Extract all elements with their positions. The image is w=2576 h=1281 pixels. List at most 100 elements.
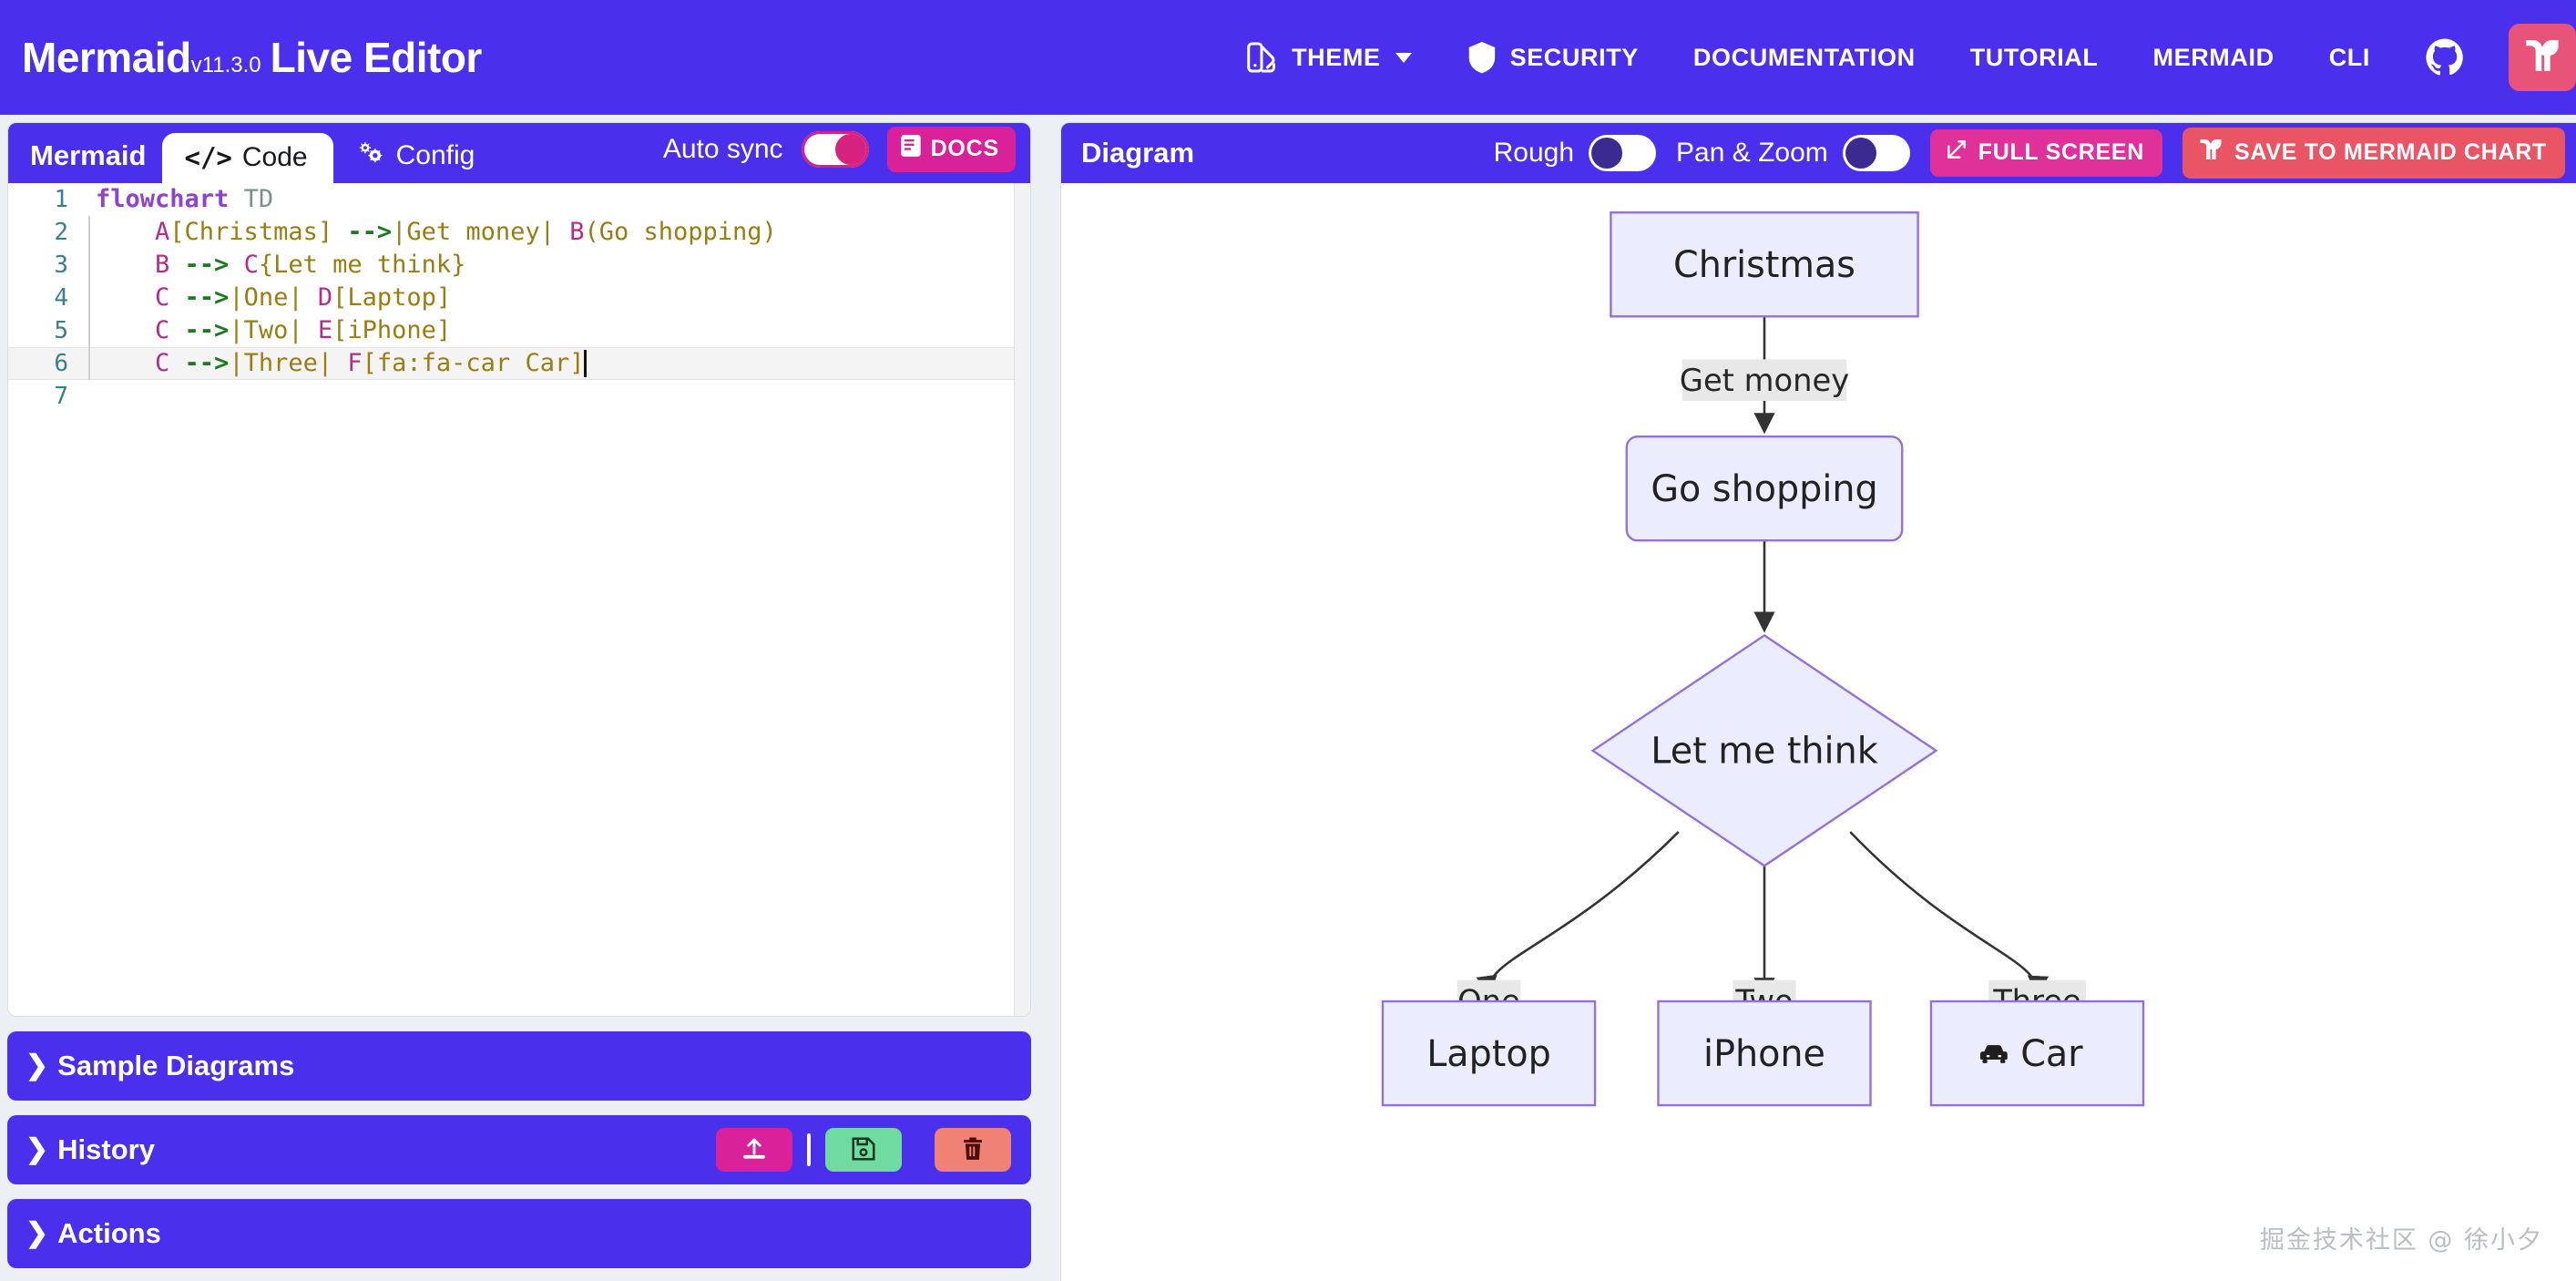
- code-line-text: flowchart TD: [96, 185, 274, 213]
- line-number: 6: [54, 350, 68, 377]
- nav-item-theme[interactable]: THEME: [1217, 0, 1439, 115]
- upload-icon: [741, 1135, 768, 1165]
- nav-item-github[interactable]: [2397, 0, 2492, 115]
- flow-node-a[interactable]: Christmas: [1610, 211, 1919, 318]
- floppy-disk-icon: [850, 1135, 877, 1165]
- code-line-text: C -->|Three| F[fa:fa-car Car]: [88, 347, 588, 380]
- tab-config[interactable]: Config: [333, 129, 501, 183]
- save-to-mermaid-chart-button[interactable]: SAVE TO MERMAID CHART: [2182, 128, 2565, 179]
- brand-rest: Live Editor: [270, 34, 483, 81]
- code-line[interactable]: 3 B --> C{Let me think}: [8, 249, 1030, 282]
- rough-toggle[interactable]: [1589, 135, 1657, 171]
- nav-item-security[interactable]: SECURITY: [1439, 0, 1666, 115]
- code-line[interactable]: 4 C -->|One| D[Laptop]: [8, 282, 1030, 314]
- flow-node-b[interactable]: Go shopping: [1625, 436, 1904, 542]
- nav-item-tutorial[interactable]: TUTORIAL: [1943, 0, 2126, 115]
- docs-button-label: DOCS: [930, 136, 999, 161]
- code-scrollbar[interactable]: [1014, 183, 1030, 1016]
- nav-label-documentation: DOCUMENTATION: [1692, 43, 1916, 71]
- full-screen-label: FULL SCREEN: [1978, 139, 2145, 165]
- nav-item-documentation[interactable]: DOCUMENTATION: [1666, 0, 1943, 115]
- code-brackets-icon: </>: [184, 142, 232, 173]
- mermaid-chart-logo-icon: [2521, 35, 2563, 81]
- watermark-text: 掘金技术社区 @ 徐小夕: [2259, 1226, 2543, 1255]
- line-number: 4: [54, 284, 68, 312]
- panel-history[interactable]: ❯ History: [7, 1115, 1031, 1184]
- flow-node-d[interactable]: Laptop: [1381, 999, 1597, 1107]
- code-line-text: C -->|Two| E[iPhone]: [88, 314, 451, 347]
- save-to-mermaid-chart-label: SAVE TO MERMAID CHART: [2234, 139, 2547, 165]
- nav-item-mermaid[interactable]: MERMAID: [2126, 0, 2302, 115]
- panel-actions[interactable]: ❯ Actions: [7, 1199, 1031, 1268]
- external-link-icon: [1945, 138, 1968, 168]
- flow-edge-label: Get money: [1680, 359, 1849, 402]
- panel-sample-diagrams[interactable]: ❯ Sample Diagrams: [7, 1031, 1031, 1101]
- flow-edge: [1476, 831, 1680, 998]
- diagram-pane: Diagram Rough Pan & Zoom FULL SCREEN: [1060, 115, 2576, 1281]
- brand-version: v11.3.0: [190, 53, 261, 77]
- brand-name: Mermaid: [22, 34, 191, 81]
- nav-mermaid-chart-logo-button[interactable]: [2509, 24, 2576, 91]
- nav-label-security: SECURITY: [1509, 43, 1639, 71]
- editor-pane: Mermaid </> Code Config: [0, 115, 1048, 1281]
- code-line-text: A[Christmas] -->|Get money| B(Go shoppin…: [88, 216, 777, 249]
- tab-config-label: Config: [395, 140, 475, 170]
- history-restore-button[interactable]: [716, 1128, 792, 1172]
- chevron-right-icon: ❯: [26, 1218, 49, 1248]
- nav-label-cli: CLI: [2328, 43, 2370, 71]
- workspace: Mermaid </> Code Config: [0, 115, 2576, 1281]
- docs-button[interactable]: DOCS: [886, 127, 1016, 172]
- pane-splitter[interactable]: [1048, 115, 1060, 1281]
- flowchart-svg: Get moneyOneTwoThreeChristmasGo shopping…: [1381, 211, 2145, 1107]
- nav-item-cli[interactable]: CLI: [2302, 0, 2397, 115]
- line-number: 1: [54, 186, 68, 213]
- rough-label: Rough: [1493, 138, 1575, 168]
- code-line[interactable]: 1 flowchart TD: [8, 183, 1030, 216]
- code-line-text: C -->|One| D[Laptop]: [88, 282, 451, 314]
- code-line[interactable]: 2 A[Christmas] -->|Get money| B(Go shopp…: [8, 216, 1030, 249]
- code-line[interactable]: 7: [8, 380, 1030, 413]
- tab-code[interactable]: </> Code: [162, 133, 333, 183]
- line-number: 3: [54, 251, 68, 279]
- chevron-right-icon: ❯: [26, 1134, 49, 1164]
- diagram-title: Diagram: [1081, 137, 1195, 169]
- github-icon: [2425, 37, 2465, 77]
- history-delete-button[interactable]: [935, 1128, 1011, 1172]
- editor-tabbar: Mermaid </> Code Config: [8, 123, 1030, 183]
- history-save-button[interactable]: [825, 1128, 902, 1172]
- flow-edge: [1849, 831, 2050, 998]
- tab-code-label: Code: [241, 142, 308, 172]
- code-line[interactable]: 6 C -->|Three| F[fa:fa-car Car]: [8, 347, 1030, 380]
- flow-node-c[interactable]: Let me think: [1590, 633, 1938, 867]
- auto-sync-toggle[interactable]: [801, 131, 869, 168]
- line-number: 2: [54, 219, 68, 246]
- code-line[interactable]: 5 C -->|Two| E[iPhone]: [8, 314, 1030, 347]
- book-icon: [900, 134, 922, 164]
- full-screen-button[interactable]: FULL SCREEN: [1929, 129, 2163, 177]
- code-editor[interactable]: 1 flowchart TD 2 A[Christmas] -->|Get mone…: [8, 183, 1030, 1016]
- svg-text:Let me think: Let me think: [1651, 731, 1877, 773]
- line-number: 5: [54, 317, 68, 344]
- car-icon: [1980, 1045, 2008, 1063]
- panel-title-sample-diagrams: Sample Diagrams: [57, 1050, 295, 1081]
- diagram-canvas[interactable]: Get moneyOneTwoThreeChristmasGo shopping…: [1061, 183, 2576, 1281]
- flow-node-f[interactable]: Car: [1929, 999, 2145, 1107]
- svg-text:Laptop: Laptop: [1426, 1033, 1551, 1075]
- rough-control: Rough: [1493, 135, 1657, 171]
- auto-sync-toggle-knob: [834, 134, 866, 165]
- panel-title-actions: Actions: [57, 1217, 161, 1249]
- pan-zoom-toggle[interactable]: [1842, 135, 1910, 171]
- nav-links: THEME SECURITY DOCUMENTATION TUTORIAL ME…: [1217, 0, 2576, 115]
- svg-text:iPhone: iPhone: [1703, 1033, 1825, 1075]
- auto-sync-label: Auto sync: [662, 134, 783, 164]
- panel-title-history: History: [57, 1133, 155, 1165]
- gears-icon: [355, 138, 386, 173]
- shield-icon: [1467, 39, 1498, 76]
- pan-zoom-toggle-knob: [1845, 138, 1876, 169]
- flow-node-e[interactable]: iPhone: [1657, 999, 1872, 1107]
- pan-zoom-control: Pan & Zoom: [1676, 135, 1910, 171]
- rough-toggle-knob: [1591, 138, 1623, 169]
- svg-text:Go shopping: Go shopping: [1651, 468, 1877, 510]
- svg-text:Christmas: Christmas: [1673, 244, 1855, 286]
